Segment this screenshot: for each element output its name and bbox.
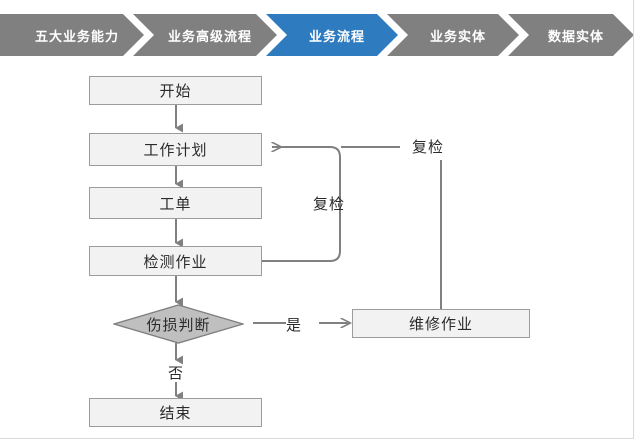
breadcrumb-item-3-label: 业务流程: [308, 28, 365, 44]
node-end[interactable]: 结束: [89, 398, 262, 427]
node-end-label: 结束: [159, 405, 192, 422]
breadcrumb-item-5[interactable]: 数据实体: [508, 14, 634, 56]
breadcrumb-item-1-label: 五大业务能力: [34, 28, 119, 44]
edge-label-no: 否: [168, 365, 185, 382]
node-workplan[interactable]: 工作计划: [89, 133, 262, 166]
node-workorder-label: 工单: [159, 195, 192, 213]
node-workorder[interactable]: 工单: [89, 187, 262, 219]
edge-label-recheck-inner: 复检: [313, 196, 346, 213]
node-inspection-label: 检测作业: [143, 253, 208, 271]
edge-label-yes: 是: [286, 317, 303, 334]
node-start-label: 开始: [159, 83, 192, 100]
breadcrumb: 五大业务能力 业务高级流程 业务流程 业务实体 数据实体: [0, 14, 634, 56]
node-inspection[interactable]: 检测作业: [89, 246, 262, 276]
node-start[interactable]: 开始: [89, 76, 262, 105]
breadcrumb-item-4[interactable]: 业务实体: [387, 14, 519, 56]
breadcrumb-item-4-label: 业务实体: [429, 28, 486, 44]
node-judge-label: 伤损判断: [146, 316, 211, 334]
breadcrumb-item-1[interactable]: 五大业务能力: [0, 14, 144, 56]
node-repair-label: 维修作业: [408, 316, 473, 333]
diamond-shape: [113, 304, 244, 344]
breadcrumb-item-3-active[interactable]: 业务流程: [266, 14, 398, 56]
node-workplan-label: 工作计划: [143, 142, 208, 159]
node-repair[interactable]: 维修作业: [352, 309, 530, 338]
breadcrumb-item-2-label: 业务高级流程: [167, 28, 252, 44]
breadcrumb-item-5-label: 数据实体: [547, 28, 604, 44]
breadcrumb-item-2[interactable]: 业务高级流程: [133, 14, 277, 56]
node-judge[interactable]: 伤损判断: [113, 304, 244, 344]
edge-label-recheck-outer: 复检: [412, 139, 445, 156]
